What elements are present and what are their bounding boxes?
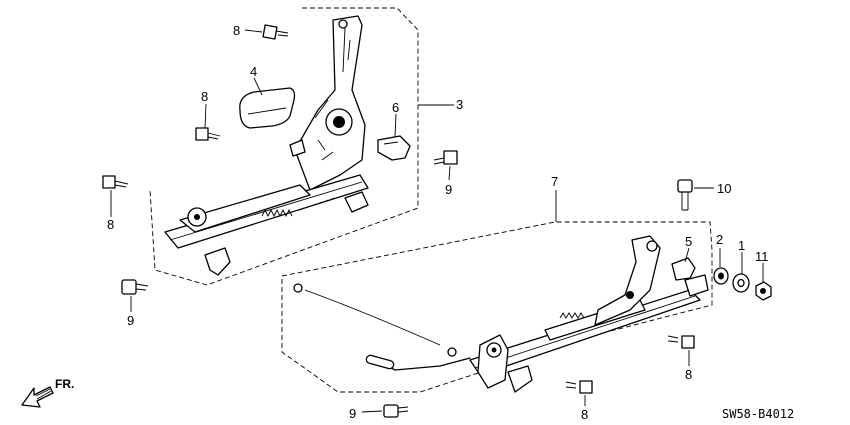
recliner-arm [294, 15, 366, 191]
bolt-part-9-lower [361, 404, 409, 418]
slide-rail-edge [474, 295, 696, 369]
recliner-upper-clip [289, 139, 306, 157]
bolt-part-8-lower-mid [565, 380, 593, 406]
bolt-part-8-mid [195, 103, 221, 141]
diagram-code: SW58-B4012 [722, 407, 794, 421]
slide-release-rod [304, 289, 441, 346]
recliner-front-pivot-center [194, 214, 200, 220]
leader-5 [684, 247, 690, 263]
slide-front-lever [507, 365, 533, 393]
bolt-part-8-left [102, 175, 129, 217]
callout-2: 2 [716, 232, 723, 247]
clip-part-5 [671, 257, 696, 281]
callout-11: 11 [755, 249, 769, 264]
rod-washer [447, 347, 457, 357]
bolt-part-8-lower-right [667, 335, 695, 366]
recliner-release-lever [204, 247, 231, 276]
leader-6 [394, 113, 397, 138]
callout-9-lower: 9 [349, 406, 356, 421]
clip-part-6 [377, 135, 411, 161]
callout-8-top: 8 [233, 23, 240, 38]
clip-part-6-slot [383, 141, 399, 145]
recliner-arm-slot [342, 27, 351, 73]
callout-5: 5 [685, 234, 692, 249]
nut-part-11 [755, 263, 772, 301]
recliner-hub-center [333, 116, 345, 128]
recliner-arm-pivot [338, 19, 348, 29]
front-direction-indicator: FR. [21, 377, 74, 408]
callout-7: 7 [551, 174, 558, 189]
bolt-part-10 [677, 179, 714, 211]
slide-rail-assembly-group [281, 190, 713, 393]
callout-8-mid: 8 [201, 89, 208, 104]
recliner-assembly-group [149, 7, 454, 286]
callout-1: 1 [738, 238, 745, 253]
slide-assembly-boundary [281, 221, 713, 393]
recliner-spring [261, 208, 293, 218]
slide-spring [559, 312, 585, 319]
slide-rear-foot [684, 274, 709, 297]
washer-part-1 [732, 252, 750, 293]
callout-10: 10 [717, 181, 731, 196]
leader-4 [253, 77, 263, 96]
slide-front-pivot-center [491, 347, 497, 353]
bolt-part-9-left [121, 279, 149, 312]
bolt-part-9-upper [433, 150, 458, 181]
callout-4: 4 [250, 64, 257, 79]
lift-arm-pivot [646, 240, 658, 252]
rod-end-ring [293, 283, 303, 293]
callout-8-left: 8 [107, 217, 114, 232]
callout-8-lower-mid: 8 [581, 407, 588, 422]
callout-9-upper: 9 [445, 182, 452, 197]
knob-cover-edge [247, 107, 287, 115]
bolt-part-8-top [244, 24, 289, 40]
callout-8-lower-right: 8 [685, 367, 692, 382]
recliner-notch-rack [299, 197, 335, 211]
callout-6: 6 [392, 100, 399, 115]
knob-cover-part-4 [239, 87, 296, 129]
callout-3: 3 [456, 97, 463, 112]
recliner-base-plate [179, 184, 311, 233]
front-label: FR. [55, 377, 74, 391]
recliner-ribs [314, 99, 334, 161]
collar-part-2 [713, 248, 729, 285]
callout-9-left: 9 [127, 313, 134, 328]
front-arrow-icon [21, 386, 54, 408]
recliner-rear-clip [344, 191, 369, 213]
slide-handle-grip [365, 354, 395, 370]
lift-arm-hole [626, 291, 634, 299]
